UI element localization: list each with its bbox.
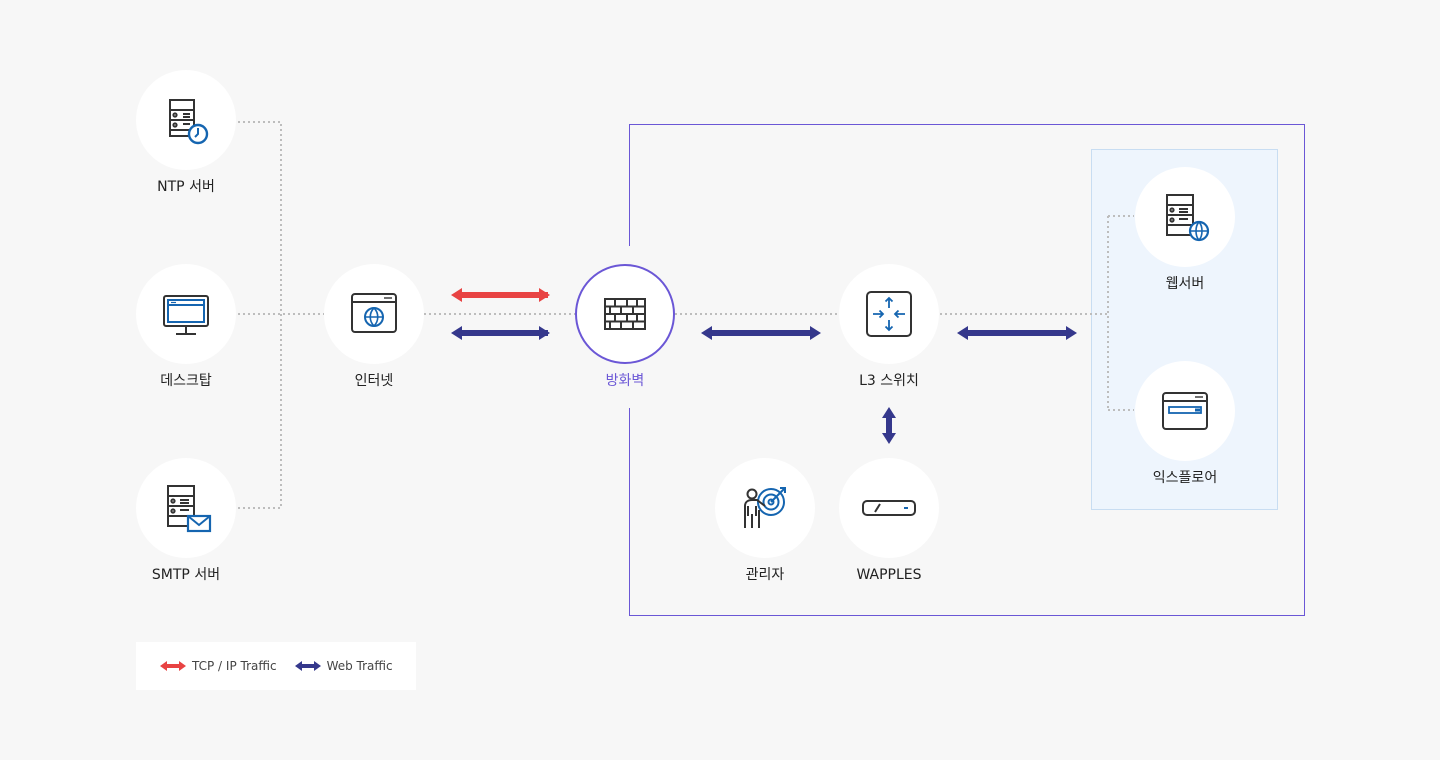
legend: TCP / IP Traffic Web Traffic <box>136 642 416 690</box>
desktop-node <box>136 264 236 364</box>
tcp-ip-traffic-arrow <box>451 288 550 302</box>
web-server-icon <box>1166 194 1210 242</box>
wapples-label: WAPPLES <box>856 567 922 583</box>
smtp-server-label: SMTP 서버 <box>151 567 221 583</box>
mail-server-icon <box>167 485 212 533</box>
navy-double-arrow-icon <box>294 661 321 671</box>
legend-tcp-ip: TCP / IP Traffic <box>160 659 277 673</box>
internet-label: 인터넷 <box>354 373 394 389</box>
brick-wall-icon <box>604 298 646 330</box>
legend-web: Web Traffic <box>294 659 393 673</box>
desktop-monitor-icon <box>163 295 209 335</box>
firewall-label: 방화벽 <box>605 373 645 389</box>
admin-label: 관리자 <box>745 567 785 583</box>
web-traffic-arrow-internet <box>451 326 550 340</box>
wapples-node <box>839 458 939 558</box>
browser-globe-icon <box>351 293 397 333</box>
legend-web-label: Web Traffic <box>326 659 393 673</box>
explorer-label: 익스플로어 <box>1152 470 1218 486</box>
l3-switch-node <box>839 264 939 364</box>
red-double-arrow-icon <box>160 661 186 671</box>
l3-switch-label: L3 스위치 <box>859 373 919 389</box>
switch-arrows-icon <box>866 291 912 337</box>
ntp-server-icon <box>169 99 209 145</box>
browser-window-icon <box>1162 392 1208 430</box>
legend-tcp-ip-label: TCP / IP Traffic <box>192 659 277 673</box>
web-traffic-arrow-server <box>957 326 1077 340</box>
desktop-label: 데스크탑 <box>160 373 212 389</box>
web-traffic-arrow-firewall <box>701 326 821 340</box>
web-traffic-arrow-wapples <box>882 407 896 444</box>
firewall-node <box>575 264 675 364</box>
smtp-connector <box>238 314 282 509</box>
explorer-node <box>1135 361 1235 461</box>
ntp-server-label: NTP 서버 <box>157 179 215 195</box>
internet-node <box>324 264 424 364</box>
web-server-node <box>1135 167 1235 267</box>
person-target-icon <box>744 487 786 528</box>
ntp-connector <box>238 121 282 314</box>
appliance-icon <box>862 500 916 516</box>
admin-node <box>715 458 815 558</box>
web-server-label: 웹서버 <box>1165 276 1205 292</box>
ntp-server-node <box>136 70 236 170</box>
smtp-server-node <box>136 458 236 558</box>
